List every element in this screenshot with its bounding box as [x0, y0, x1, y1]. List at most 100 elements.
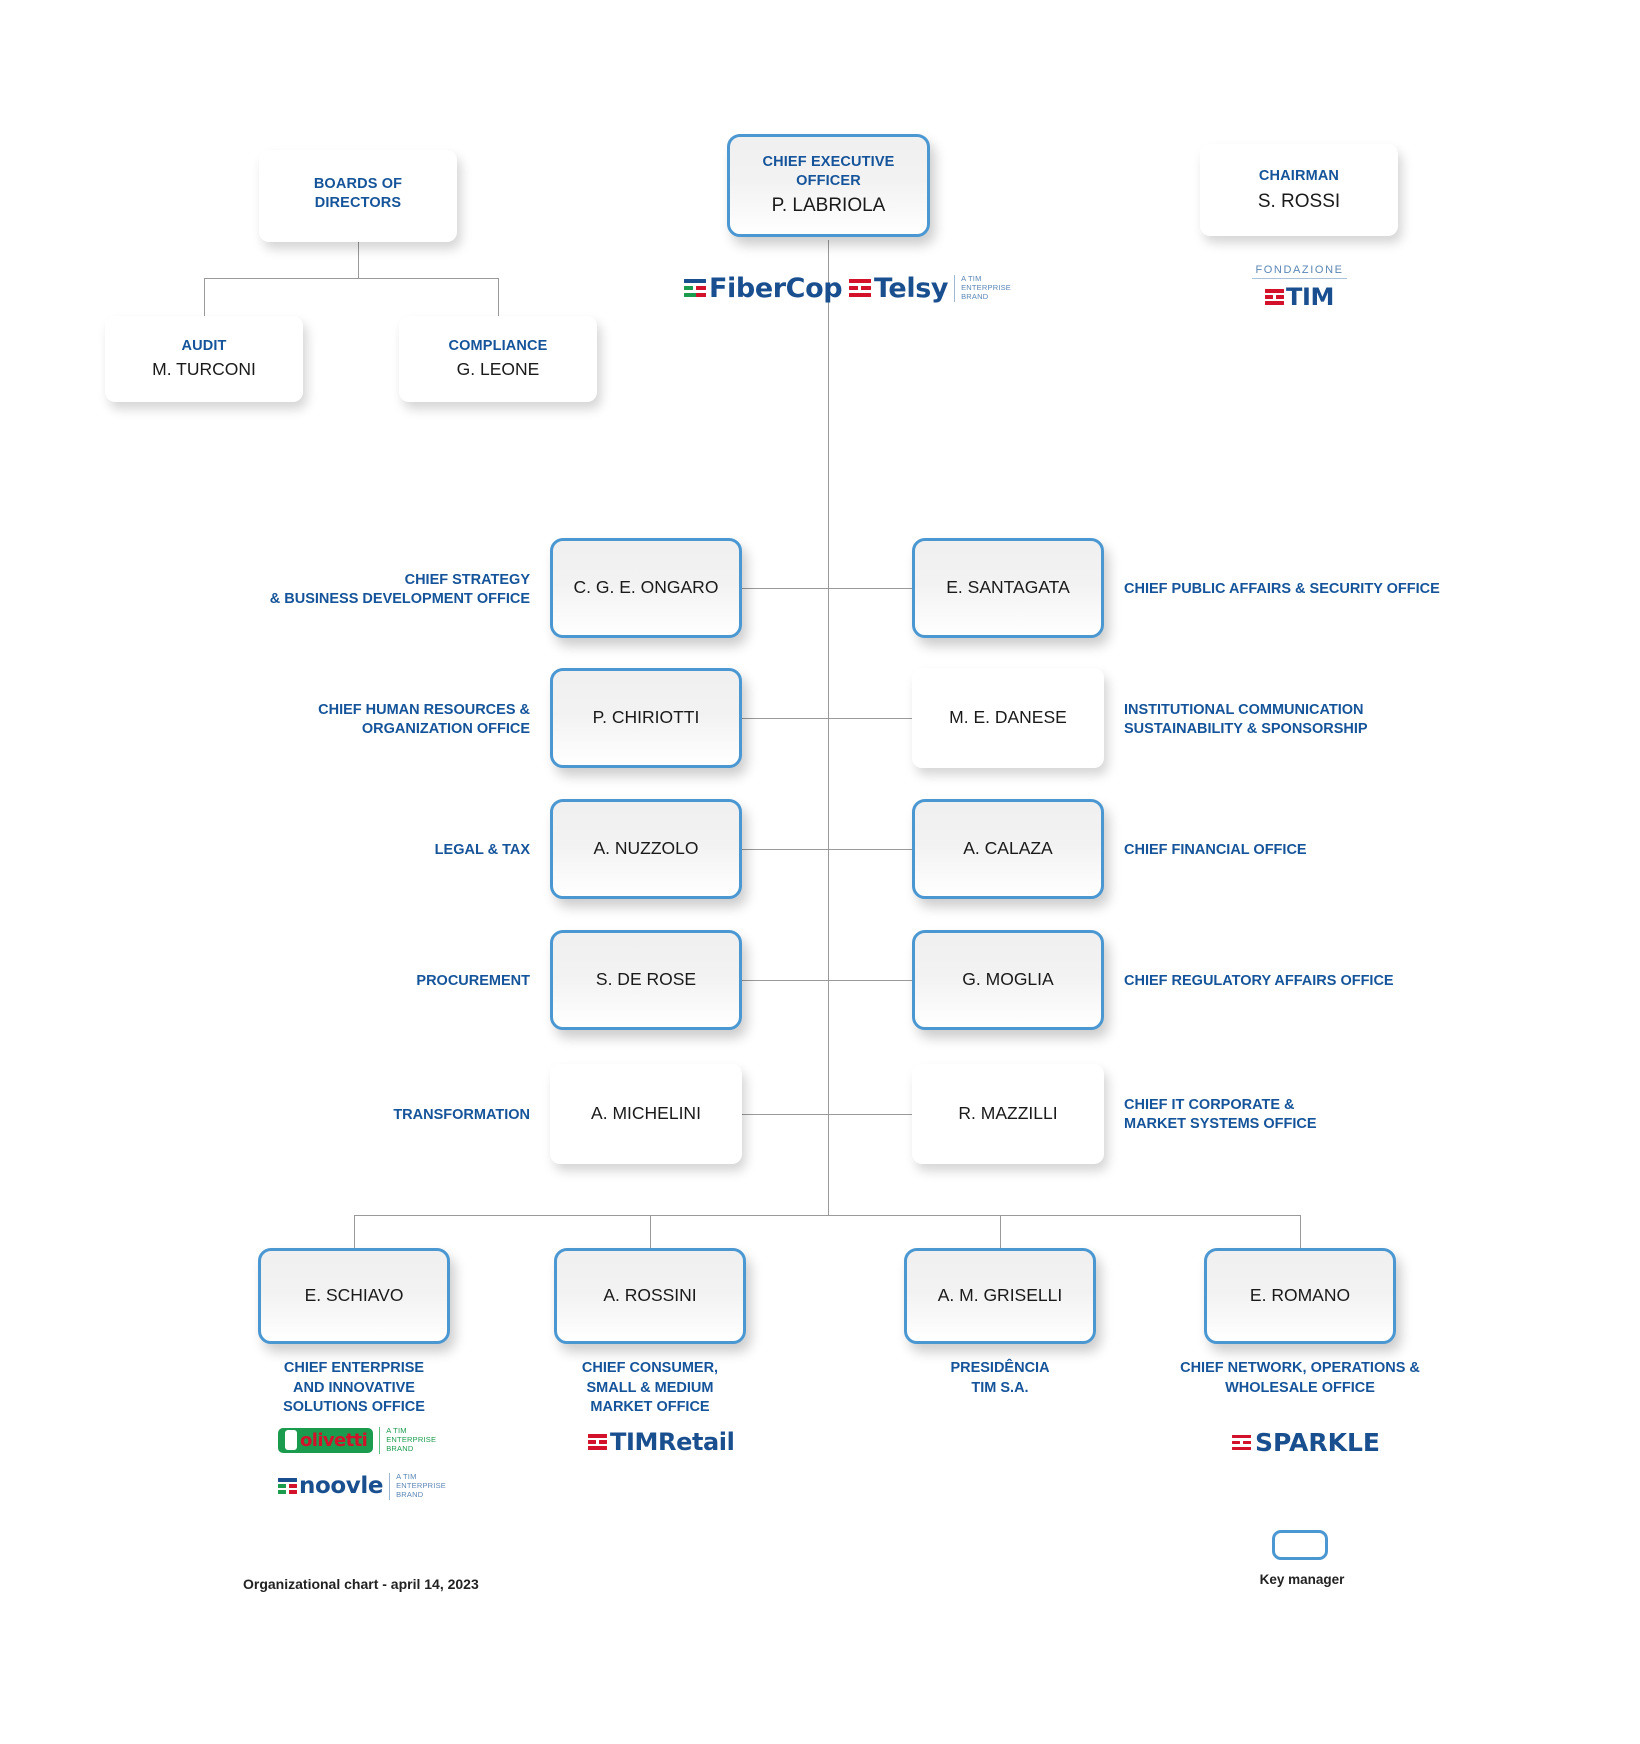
label-chief-regulatory-affairs-office: CHIEF REGULATORY AFFAIRS OFFICE: [1124, 973, 1394, 989]
connector-row-3: [742, 849, 912, 850]
legend-key-manager-label: Key manager: [1259, 1572, 1345, 1587]
node-person: A. M. GRISELLI: [937, 1285, 1063, 1306]
node-role: CHIEF EXECUTIVE OFFICER: [762, 153, 895, 189]
label-legal-tax: LEGAL & TAX: [434, 842, 530, 858]
noovle-logo: noovle A TIM ENTERPRISE BRAND: [278, 1472, 446, 1500]
connector-bottom-d4: [1300, 1215, 1301, 1248]
node-role: CHAIRMAN: [1258, 167, 1340, 184]
node-person: R. MAZZILLI: [958, 1103, 1058, 1124]
node-person: C. G. E. ONGARO: [573, 577, 719, 598]
node-r-mazzilli[interactable]: R. MAZZILLI: [912, 1064, 1104, 1164]
node-person: A. ROSSINI: [603, 1285, 697, 1306]
fibercop-logo: FiberCop: [684, 273, 843, 304]
node-person: G. LEONE: [456, 359, 540, 380]
connector-row-2: [742, 718, 912, 719]
tim-bars-icon: [588, 1433, 607, 1451]
sparkle-logo: SPARKLE: [1232, 1428, 1380, 1457]
connector-bottom-d3: [1000, 1215, 1001, 1248]
node-person: S. DE ROSE: [595, 969, 697, 990]
node-person: A. CALAZA: [963, 838, 1053, 859]
caption-chief-consumer-small-medium-market-office: CHIEF CONSUMER, SMALL & MEDIUM MARKET OF…: [581, 1360, 719, 1416]
olivetti-o-icon: [285, 1430, 297, 1451]
node-a-calaza[interactable]: A. CALAZA: [912, 799, 1104, 899]
tim-bars-icon: [849, 278, 871, 299]
label-chief-it-corporate-market-systems-office: CHIEF IT CORPORATE &MARKET SYSTEMS OFFIC…: [1124, 1097, 1317, 1132]
telsy-logo: Telsy A TIM ENTERPRISE BRAND: [849, 273, 1011, 304]
fondazione-tim-text: TIM: [1286, 283, 1334, 311]
node-e-romano[interactable]: E. ROMANO: [1204, 1248, 1396, 1344]
node-c-g-e-ongaro[interactable]: C. G. E. ONGARO: [550, 538, 742, 638]
node-person: S. ROSSI: [1257, 190, 1341, 212]
connector-bottom-d1: [354, 1215, 355, 1248]
node-audit[interactable]: AUDIT M. TURCONI: [105, 316, 303, 402]
caption-chief-network-operations-wholesale-office: CHIEF NETWORK, OPERATIONS & WHOLESALE OF…: [1180, 1360, 1420, 1396]
node-s-de-rose[interactable]: S. DE ROSE: [550, 930, 742, 1030]
label-procurement: PROCUREMENT: [416, 973, 530, 989]
node-a-nuzzolo[interactable]: A. NUZZOLO: [550, 799, 742, 899]
fondazione-tim-logo: FONDAZIONE TIM: [1252, 264, 1347, 311]
label-chief-public-affairs-security-office: CHIEF PUBLIC AFFAIRS & SECURITY OFFICE: [1124, 581, 1440, 597]
node-e-santagata[interactable]: E. SANTAGATA: [912, 538, 1104, 638]
connector-audit-down: [204, 278, 205, 316]
tim-bars-icon: [1265, 288, 1284, 306]
node-person: E. SCHIAVO: [304, 1285, 404, 1306]
connector-bottom-bus: [354, 1215, 1300, 1216]
timretail-logo-text: TIMRetail: [610, 1428, 735, 1456]
logo-divider: [828, 268, 829, 304]
node-a-m-griselli[interactable]: A. M. GRISELLI: [904, 1248, 1096, 1344]
caption-chief-enterprise-and-innovative-solutions-office: CHIEF ENTERPRISE AND INNOVATIVE SOLUTION…: [283, 1360, 425, 1416]
olivetti-logo-text: olivetti: [300, 1429, 368, 1451]
footer-chart-date: Organizational chart - april 14, 2023: [243, 1576, 479, 1592]
node-chairman[interactable]: CHAIRMAN S. ROSSI: [1200, 144, 1398, 236]
caption-presidencia-tim-sa: PRESIDÊNCIA TIM S.A.: [950, 1360, 1050, 1396]
label-chief-strategy-business-development-office: CHIEF STRATEGY& BUSINESS DEVELOPMENT OFF…: [269, 572, 530, 607]
node-role: AUDIT: [181, 337, 227, 354]
tim-bars-icon: [278, 1477, 297, 1495]
fondazione-word: FONDAZIONE: [1252, 264, 1347, 279]
legend-key-manager-swatch: [1272, 1530, 1328, 1560]
fibercop-logo-text: FiberCop: [709, 273, 843, 304]
node-person: E. ROMANO: [1249, 1285, 1351, 1306]
label-transformation: TRANSFORMATION: [393, 1107, 530, 1123]
node-p-chiriotti[interactable]: P. CHIRIOTTI: [550, 668, 742, 768]
telsy-brand-tag: A TIM ENTERPRISE BRAND: [954, 274, 1011, 302]
node-person: M. E. DANESE: [949, 707, 1067, 728]
node-person: A. NUZZOLO: [593, 838, 699, 859]
node-role: COMPLIANCE: [448, 337, 548, 354]
node-person: A. MICHELINI: [591, 1103, 701, 1124]
label-chief-financial-office: CHIEF FINANCIAL OFFICE: [1124, 842, 1307, 858]
olivetti-brand-tag: A TIM ENTERPRISE BRAND: [379, 1426, 436, 1454]
tim-bars-icon: [684, 278, 706, 299]
olivetti-badge-icon: olivetti: [278, 1427, 374, 1453]
connector-row-1: [742, 588, 912, 589]
node-person: E. SANTAGATA: [946, 577, 1070, 598]
timretail-logo: TIMRetail: [588, 1428, 735, 1456]
node-a-michelini[interactable]: A. MICHELINI: [550, 1064, 742, 1164]
node-m-e-danese[interactable]: M. E. DANESE: [912, 668, 1104, 768]
connector-boards-down: [358, 240, 359, 278]
node-e-schiavo[interactable]: E. SCHIAVO: [258, 1248, 450, 1344]
noovle-brand-tag: A TIM ENTERPRISE BRAND: [389, 1472, 446, 1500]
telsy-logo-text: Telsy: [874, 273, 949, 304]
node-person: P. CHIRIOTTI: [592, 707, 700, 728]
node-person: P. LABRIOLA: [771, 195, 886, 217]
connector-ceo-spine: [828, 240, 829, 1215]
connector-row-4: [742, 980, 912, 981]
noovle-logo-text: noovle: [299, 1473, 384, 1500]
node-person: G. MOGLIA: [962, 969, 1054, 990]
connector-row-5: [742, 1114, 912, 1115]
connector-boards-bus: [204, 278, 498, 279]
label-chief-human-resources-organization-office: CHIEF HUMAN RESOURCES &ORGANIZATION OFFI…: [318, 702, 530, 737]
olivetti-logo: olivetti A TIM ENTERPRISE BRAND: [278, 1426, 436, 1454]
node-compliance[interactable]: COMPLIANCE G. LEONE: [399, 316, 597, 402]
sparkle-logo-text: SPARKLE: [1255, 1428, 1381, 1457]
node-a-rossini[interactable]: A. ROSSINI: [554, 1248, 746, 1344]
node-chief-executive-officer[interactable]: CHIEF EXECUTIVE OFFICER P. LABRIOLA: [727, 134, 930, 237]
connector-compliance-down: [498, 278, 499, 316]
node-g-moglia[interactable]: G. MOGLIA: [912, 930, 1104, 1030]
node-person: M. TURCONI: [152, 359, 256, 380]
